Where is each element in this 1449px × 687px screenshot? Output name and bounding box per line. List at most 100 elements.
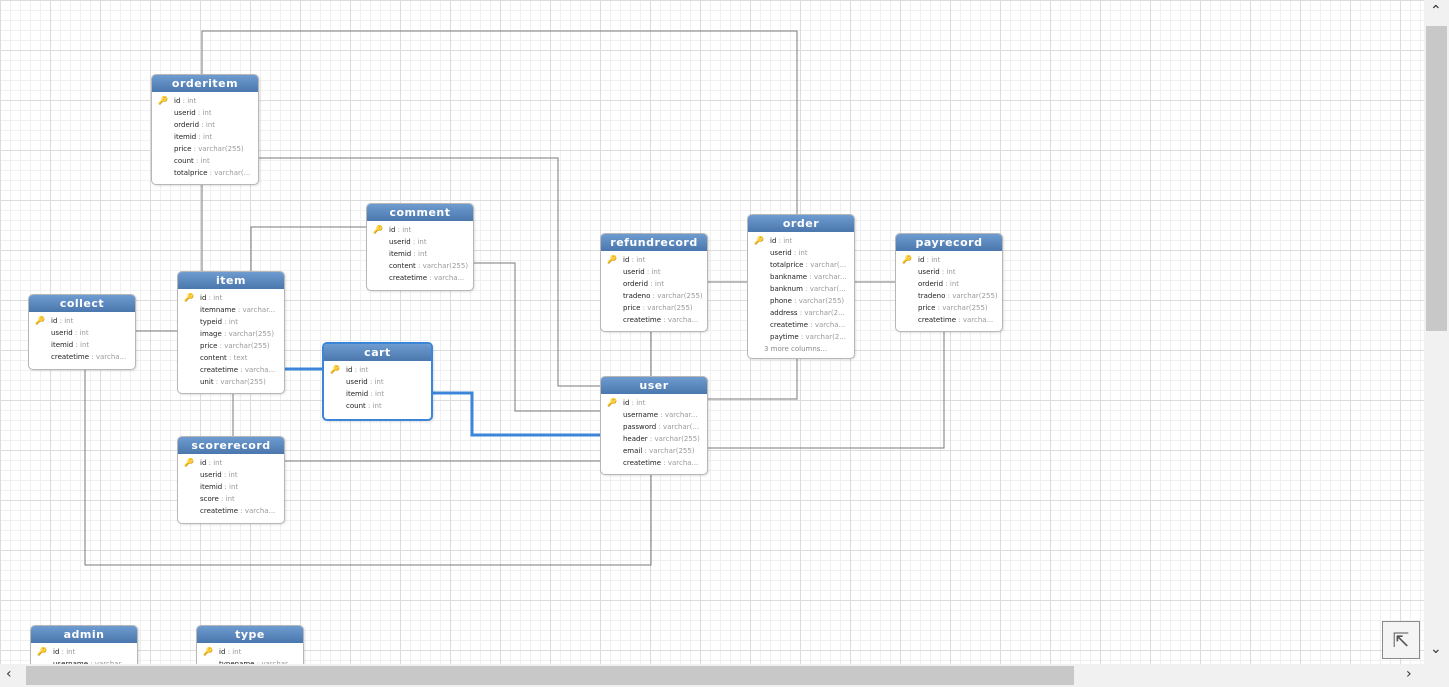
column-row[interactable]: 🔑id : int	[31, 646, 137, 658]
vertical-scroll-thumb[interactable]	[1426, 26, 1447, 331]
column-row[interactable]: content : varchar(255)	[367, 260, 473, 272]
chevron-left-icon[interactable]: ‹	[6, 666, 12, 682]
column-separator: :	[650, 292, 658, 300]
column-name: typeid	[200, 318, 223, 326]
column-row[interactable]: createtime : varcha...	[748, 319, 854, 331]
column-row[interactable]: price : varchar(255)	[152, 143, 258, 155]
column-type: int	[225, 495, 235, 503]
column-row[interactable]: itemid : int	[29, 339, 135, 351]
column-row[interactable]: userid : int	[367, 236, 473, 248]
column-separator: :	[640, 304, 648, 312]
column-row[interactable]: username : varchar...	[601, 409, 707, 421]
column-row[interactable]: phone : varchar(255)	[748, 295, 854, 307]
column-row[interactable]: userid : int	[152, 107, 258, 119]
column-row[interactable]: 🔑id : int	[367, 224, 473, 236]
column-row[interactable]: tradeno : varchar(255)	[601, 290, 707, 302]
column-type: int	[931, 256, 941, 264]
fit-to-window-button[interactable]: ⇱	[1382, 621, 1420, 659]
column-row[interactable]: itemid : int	[152, 131, 258, 143]
column-row[interactable]: count : int	[152, 155, 258, 167]
column-row[interactable]: 🔑id : int	[324, 364, 431, 376]
column-row[interactable]: 🔑id : int	[601, 397, 707, 409]
column-row[interactable]: username : varchar...	[31, 658, 137, 664]
column-row[interactable]: createtime : varcha...	[178, 364, 284, 376]
column-row[interactable]: userid : int	[178, 469, 284, 481]
vertical-scrollbar[interactable]: ⌃ ⌄	[1424, 0, 1449, 664]
column-row[interactable]: content : text	[178, 352, 284, 364]
column-type: varcha...	[962, 316, 994, 324]
column-row[interactable]: bankname : varchar...	[748, 271, 854, 283]
column-row[interactable]: userid : int	[896, 266, 1002, 278]
column-row[interactable]: unit : varchar(255)	[178, 376, 284, 388]
column-row[interactable]: password : varchar(...	[601, 421, 707, 433]
horizontal-scrollbar[interactable]: ‹ ›	[0, 664, 1424, 687]
column-type: int	[232, 648, 242, 656]
column-row[interactable]: price : varchar(255)	[178, 340, 284, 352]
chevron-down-icon[interactable]: ⌄	[1430, 641, 1442, 657]
column-row[interactable]: itemid : int	[367, 248, 473, 260]
column-row[interactable]: orderid : int	[896, 278, 1002, 290]
column-row[interactable]: 🔑id : int	[178, 457, 284, 469]
column-row[interactable]: totalprice : varchar(...	[152, 167, 258, 179]
column-row[interactable]: address : varchar(2...	[748, 307, 854, 319]
column-row[interactable]: typename : varchar...	[197, 658, 303, 664]
column-row[interactable]: 🔑id : int	[152, 95, 258, 107]
column-row[interactable]: userid : int	[748, 247, 854, 259]
column-row[interactable]: score : int	[178, 493, 284, 505]
column-row[interactable]: userid : int	[29, 327, 135, 339]
column-row[interactable]: createtime : varcha...	[367, 272, 473, 284]
column-separator: :	[427, 274, 434, 282]
column-separator: :	[956, 316, 963, 324]
column-row[interactable]: userid : int	[324, 376, 431, 388]
column-row[interactable]: price : varchar(255)	[896, 302, 1002, 314]
column-row[interactable]: createtime : varcha...	[601, 457, 707, 469]
column-row[interactable]: orderid : int	[152, 119, 258, 131]
column-row[interactable]: createtime : varcha...	[896, 314, 1002, 326]
column-row[interactable]: totalprice : varchar(...	[748, 259, 854, 271]
horizontal-scroll-thumb[interactable]	[26, 666, 1074, 685]
column-row[interactable]: 🔑id : int	[178, 292, 284, 304]
column-row[interactable]: banknum : varchar(...	[748, 283, 854, 295]
column-row[interactable]: email : varchar(255)	[601, 445, 707, 457]
column-type: int	[66, 648, 76, 656]
column-row[interactable]: 🔑id : int	[601, 254, 707, 266]
column-row[interactable]: userid : int	[601, 266, 707, 278]
column-row[interactable]: itemid : int	[178, 481, 284, 493]
column-row[interactable]: typeid : int	[178, 316, 284, 328]
column-row[interactable]: 🔑id : int	[748, 235, 854, 247]
column-row[interactable]: image : varchar(255)	[178, 328, 284, 340]
column-name: orderid	[918, 280, 944, 288]
column-row[interactable]: itemname : varchar...	[178, 304, 284, 316]
column-name: phone	[770, 297, 792, 305]
column-row[interactable]: 🔑id : int	[29, 315, 135, 327]
column-row[interactable]: itemid : int	[324, 388, 431, 400]
column-separator: :	[798, 333, 806, 341]
column-row[interactable]: price : varchar(255)	[601, 302, 707, 314]
column-row[interactable]: createtime : varcha...	[178, 505, 284, 517]
column-row[interactable]: 🔑id : int	[896, 254, 1002, 266]
chevron-right-icon[interactable]: ›	[1406, 666, 1412, 682]
column-row[interactable]: orderid : int	[601, 278, 707, 290]
column-row[interactable]: 🔑id : int	[197, 646, 303, 658]
column-row[interactable]: paytime : varchar(2...	[748, 331, 854, 343]
chevron-up-icon[interactable]: ⌃	[1430, 3, 1442, 19]
column-row[interactable]: count : int	[324, 400, 431, 412]
column-row[interactable]: header : varchar(255)	[601, 433, 707, 445]
column-row[interactable]: createtime : varcha...	[601, 314, 707, 326]
column-row[interactable]: createtime : varcha...	[29, 351, 135, 363]
column-row[interactable]: tradeno : varchar(255)	[896, 290, 1002, 302]
more-columns-link[interactable]: 3 more columns...	[764, 345, 828, 353]
